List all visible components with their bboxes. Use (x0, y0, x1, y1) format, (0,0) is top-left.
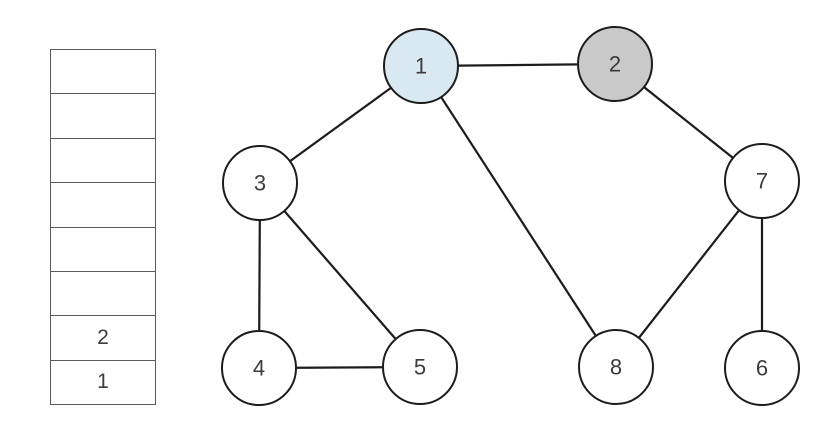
graph-node-circle-1 (383, 28, 459, 104)
graph-node-circle-2 (577, 26, 653, 102)
graph-node-2: 2 (577, 26, 653, 102)
graph-node-circle-4 (221, 330, 297, 406)
graph-node-label-2: 2 (609, 52, 621, 77)
graph-node-circle-8 (578, 329, 654, 405)
graph-node-label-7: 7 (756, 169, 768, 194)
graph-node-circle-5 (382, 329, 458, 405)
graph-node-circle-3 (222, 145, 298, 221)
graph-edge-1-8 (420, 65, 617, 368)
stack-cell-4 (51, 183, 155, 228)
graph-node-circle-6 (724, 330, 800, 406)
stack-cell-1 (51, 50, 155, 95)
graph-node-circle-7 (724, 143, 800, 219)
graph-node-label-5: 5 (414, 355, 426, 380)
graph-node-5: 5 (382, 329, 458, 405)
graph-node-3: 3 (222, 145, 298, 221)
graph-node-label-6: 6 (756, 356, 768, 381)
stack-cell-6 (51, 272, 155, 317)
graph-edge-7-8 (615, 180, 763, 368)
stack-cell-8: 1 (97, 370, 109, 394)
graph-node-label-8: 8 (610, 355, 622, 380)
graph-edges (257, 62, 764, 370)
graph-node-4: 4 (221, 330, 297, 406)
graph-node-label-1: 1 (415, 54, 427, 79)
stack-cell-7: 2 (51, 316, 155, 361)
stack-cell-5 (51, 228, 155, 272)
graph-node-8: 8 (578, 329, 654, 405)
stack-cell-2 (51, 94, 155, 139)
graph-node-1: 1 (383, 28, 459, 104)
graph-nodes: 1 2 3 7 4 5 8 6 (221, 26, 800, 406)
graph-node-label-4: 4 (253, 356, 265, 381)
graph-edge-3-5 (259, 182, 421, 368)
graph-node-6: 6 (724, 330, 800, 406)
graph-node-7: 7 (724, 143, 800, 219)
stack-cell-3 (51, 139, 155, 184)
graph-node-label-3: 3 (254, 171, 266, 196)
